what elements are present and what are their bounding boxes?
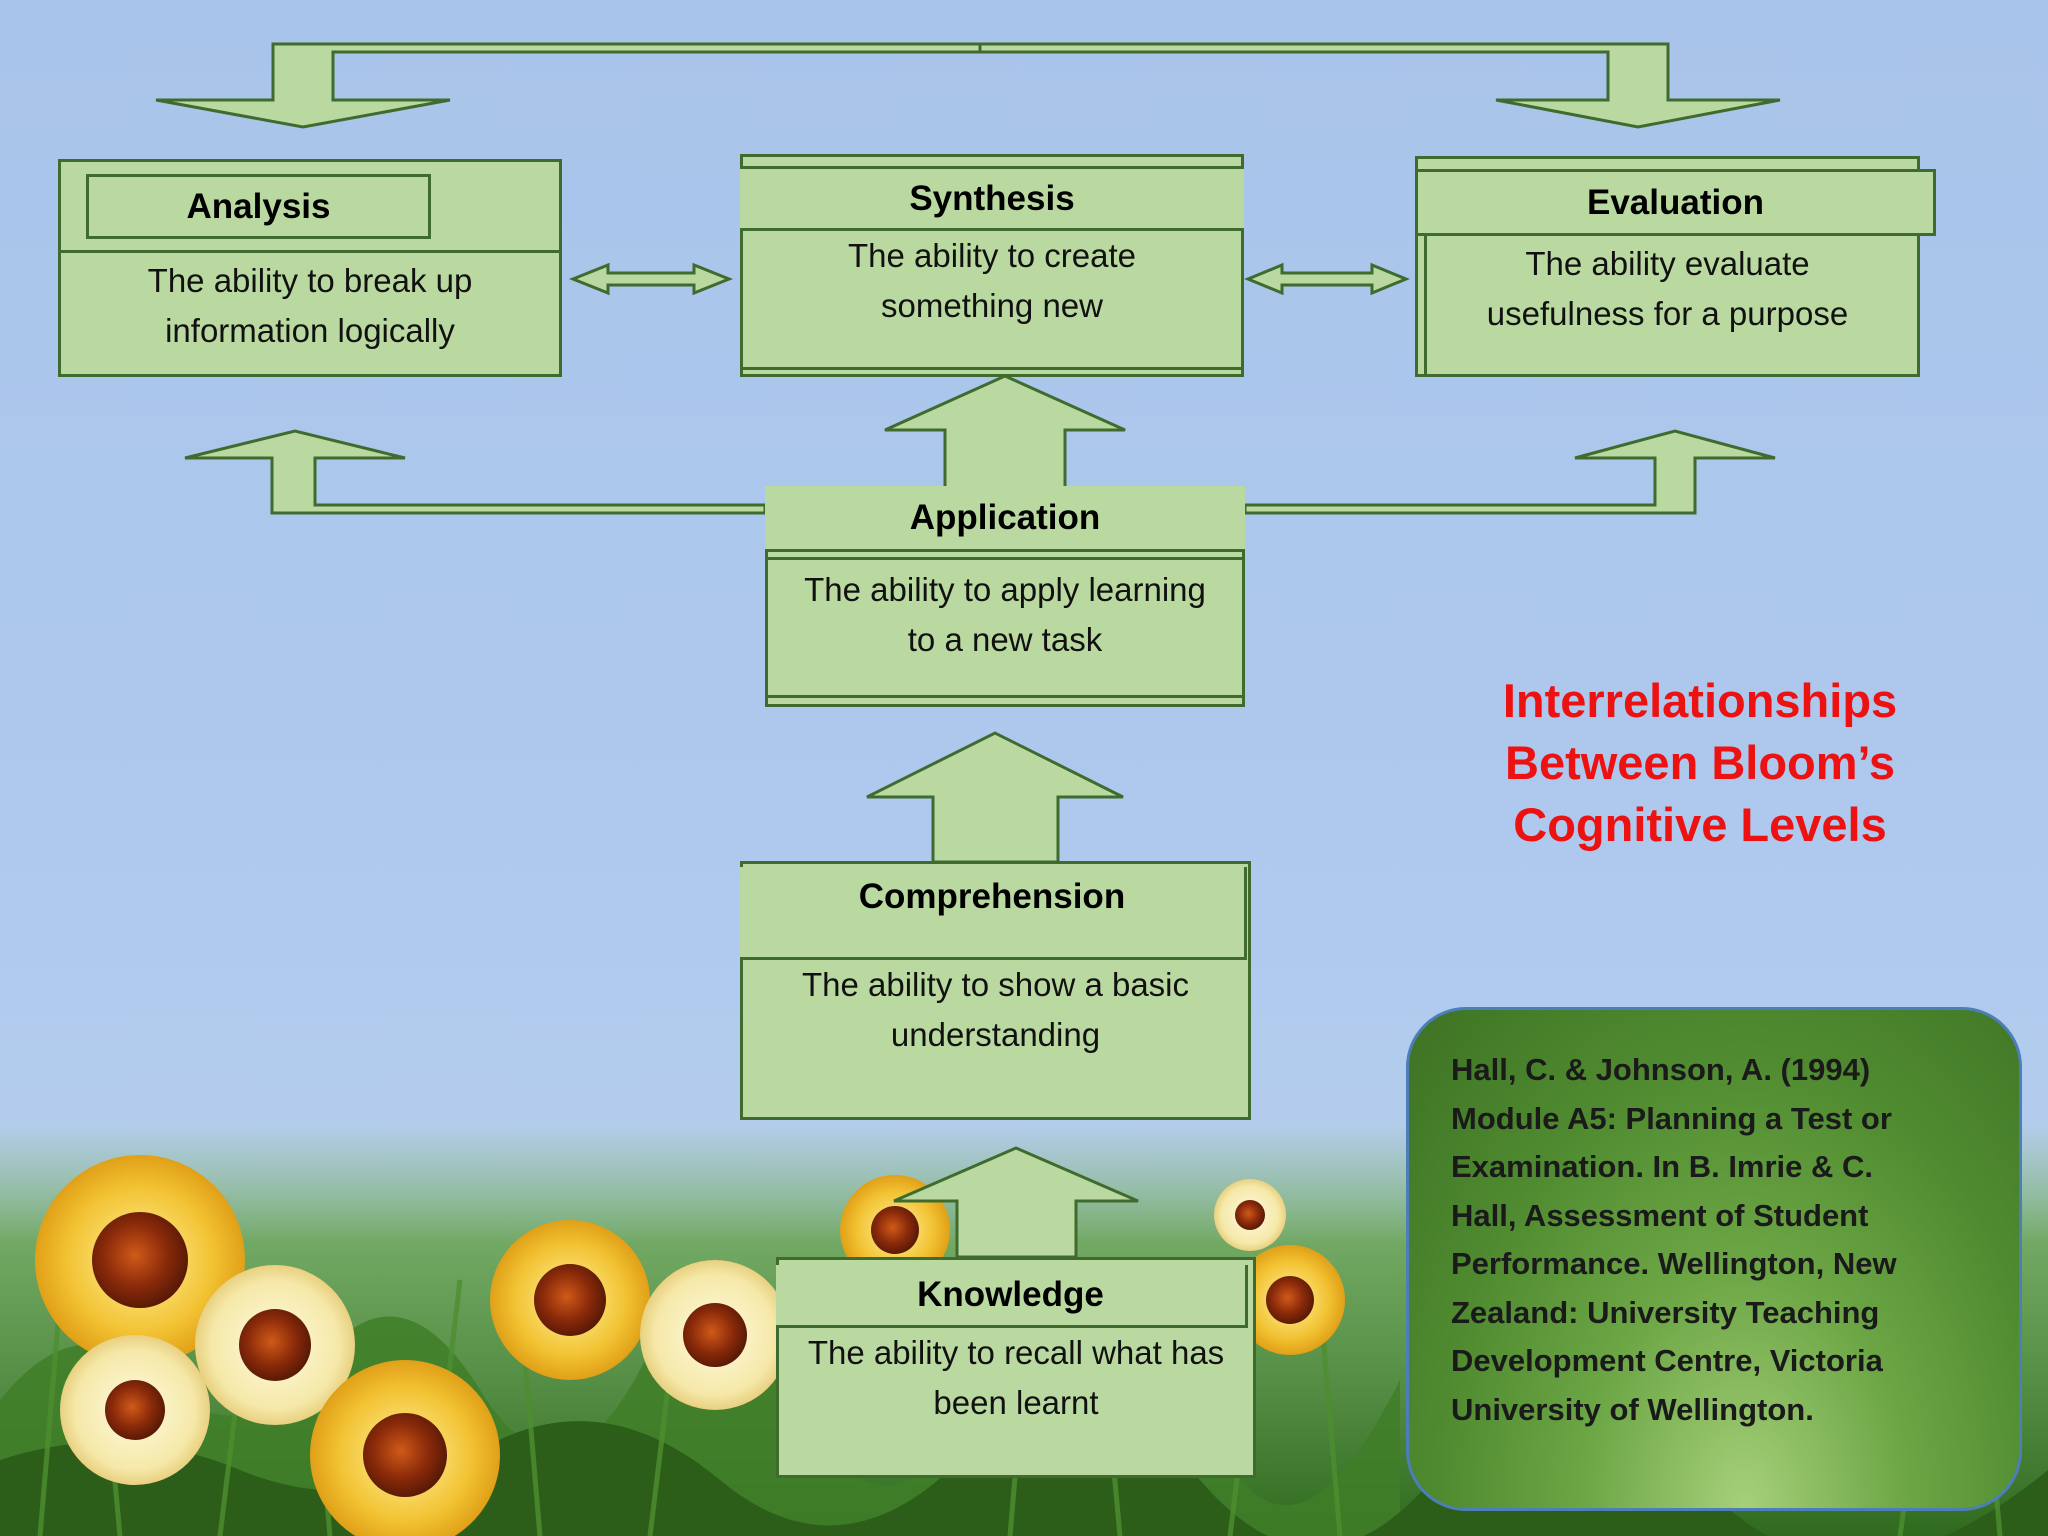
application-to-synthesis-arrow [884,374,1126,490]
evaluation-title: Evaluation [1415,169,1936,236]
application-description: The ability to apply learning to a new t… [804,571,1206,658]
analysis-synthesis-double-arrow [568,262,734,296]
evaluation-box: Evaluation The ability evaluate usefulne… [1415,156,1936,377]
reference-line: Zealand: University Teaching [1451,1294,1880,1330]
application-title: Application [765,486,1245,552]
reference-line: University of Wellington. [1451,1391,1814,1427]
synthesis-box: Synthesis The ability to create somethin… [740,154,1244,377]
synthesis-title: Synthesis [740,166,1244,231]
reference-line: Performance. Wellington, New [1451,1246,1897,1281]
analysis-title: Analysis [86,174,431,239]
application-box: Application The ability to apply learnin… [765,486,1245,707]
synthesis-description: The ability to create something new [848,237,1136,324]
comprehension-title: Comprehension [740,867,1247,960]
reference-line: Module A5: Planning a Test or [1451,1100,1892,1136]
top-connector-arrow [155,42,1781,129]
knowledge-box: Knowledge The ability to recall what has… [776,1257,1256,1478]
knowledge-to-comprehension-arrow [893,1146,1139,1259]
reference-line: Examination. In B. Imrie & C. [1451,1149,1874,1184]
reference-line: Hall, Assessment of Student [1451,1197,1869,1233]
reference-line: Hall, C. & Johnson, A. (1994) [1451,1052,1871,1087]
sunflower-decoration [35,1155,1345,1536]
reference-citation-box: Hall, C. & Johnson, A. (1994) Module A5:… [1406,1007,2022,1511]
reference-line: Development Centre, Victoria [1451,1343,1883,1378]
diagram-title: Interrelationships Between Bloom’s Cogni… [1502,674,1898,851]
comprehension-box: Comprehension The ability to show a basi… [740,861,1251,1120]
evaluation-description: The ability evaluate usefulness for a pu… [1486,245,1849,332]
knowledge-description: The ability to recall what has been lear… [807,1334,1225,1421]
comprehension-to-application-arrow [866,731,1124,864]
comprehension-description: The ability to show a basic understandin… [801,966,1190,1053]
analysis-description: The ability to break up information logi… [147,262,473,349]
knowledge-title: Knowledge [776,1265,1248,1328]
analysis-box: Analysis The ability to break up informa… [58,159,562,377]
synthesis-evaluation-double-arrow [1244,262,1410,296]
application-side-arrows [184,429,767,515]
